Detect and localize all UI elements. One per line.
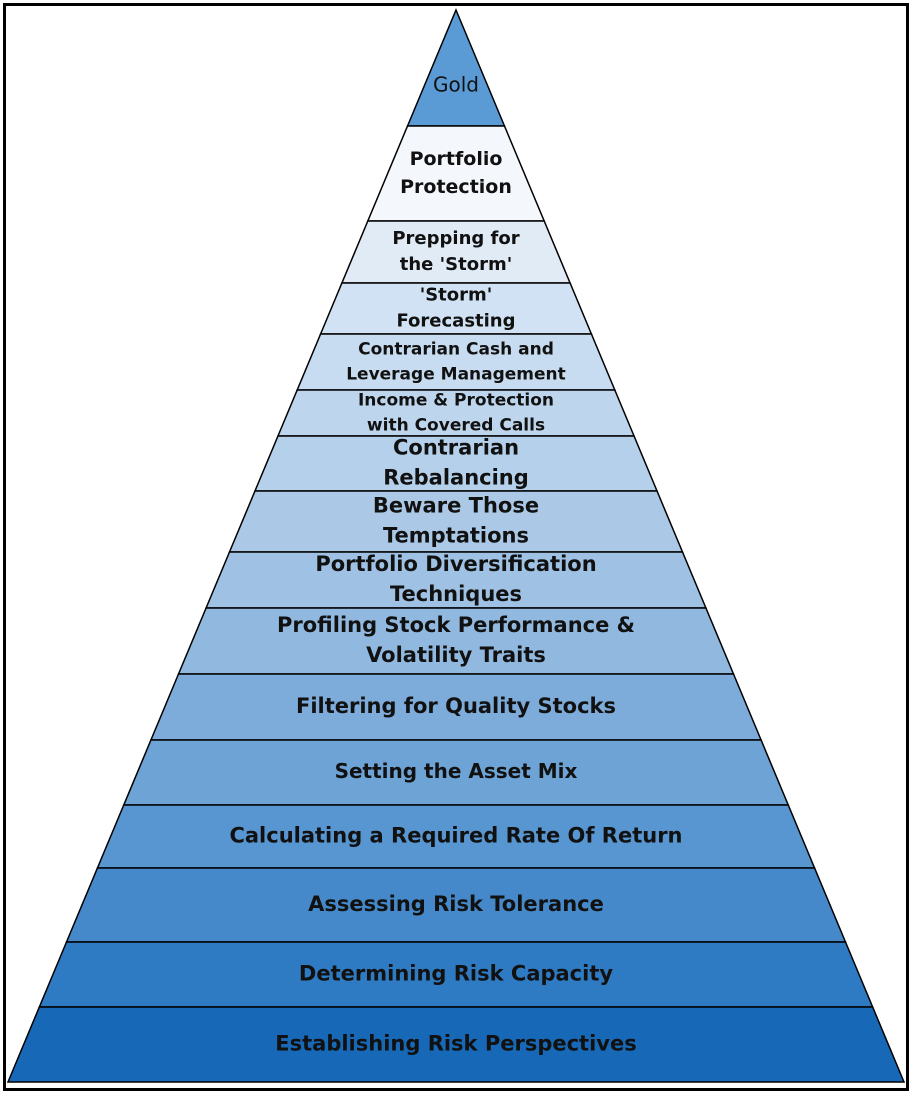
pyramid-level: Establishing Risk Perspectives (6, 1006, 906, 1083)
pyramid-level-label: Rebalancing (383, 466, 529, 490)
pyramid-level-label: Portfolio Diversification (315, 552, 596, 576)
pyramid-level: Income & Protection with Covered Calls (276, 389, 636, 437)
pyramid-level-label: Temptations (383, 524, 529, 548)
pyramid-level: Profiling Stock Performance & Volatility … (177, 607, 735, 675)
pyramid-level: Setting the Asset Mix (122, 739, 790, 806)
pyramid-level-label: 'Storm' (420, 284, 493, 305)
pyramid-level-label: the 'Storm' (400, 254, 512, 275)
pyramid-level-label: Determining Risk Capacity (299, 962, 613, 986)
pyramid-level-label: Calculating a Required Rate Of Return (229, 824, 682, 848)
pyramid-level-label: Beware Those (373, 493, 539, 517)
pyramid-level-label: Leverage Management (346, 364, 566, 384)
pyramid-band (6, 1006, 906, 1083)
pyramid-level: Gold (406, 8, 506, 127)
pyramid-level: Filtering for Quality Stocks (149, 673, 763, 741)
pyramid-level-label: Filtering for Quality Stocks (296, 694, 616, 718)
pyramid-level-label: Profiling Stock Performance & (277, 613, 635, 637)
pyramid-level-label: Assessing Risk Tolerance (308, 892, 604, 916)
pyramid-level: Prepping for the 'Storm' (340, 220, 572, 284)
pyramid-level-label: Forecasting (396, 311, 515, 332)
pyramid-level: Assessing Risk Tolerance (65, 867, 847, 943)
pyramid-band (366, 125, 546, 222)
pyramid-level-label: Contrarian (393, 435, 519, 459)
pyramid-level-label: Protection (400, 176, 512, 198)
pyramid-level: Calculating a Required Rate Of Return (96, 804, 816, 869)
pyramid-level-label: Contrarian Cash and (358, 340, 554, 360)
pyramid-level-label: Gold (433, 73, 479, 97)
pyramid-level-label: Prepping for (392, 228, 519, 249)
pyramid-level-label: Techniques (390, 582, 522, 606)
pyramid-level-label: Setting the Asset Mix (335, 759, 578, 783)
pyramid-level: 'Storm' Forecasting (319, 282, 593, 335)
pyramid-level: Determining Risk Capacity (38, 941, 874, 1008)
pyramid-level-label: Portfolio (410, 148, 503, 170)
pyramid-level-label: with Covered Calls (367, 415, 545, 435)
pyramid-level-label: Volatility Traits (366, 643, 546, 667)
pyramid-level-label: Income & Protection (358, 391, 554, 411)
pyramid-level-label: Establishing Risk Perspectives (275, 1032, 636, 1056)
pyramid-band (406, 8, 506, 127)
